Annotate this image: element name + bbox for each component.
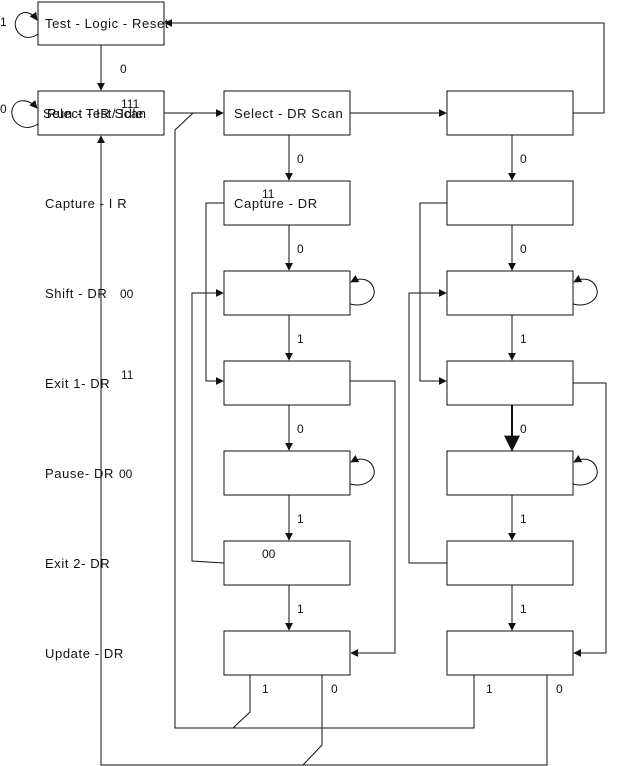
exit2-dr-box	[223, 540, 351, 586]
pause-dr-row-label: Pause- DR	[45, 466, 114, 481]
updateir-0-to-rti-return	[303, 675, 548, 766]
shift-dr-box	[223, 270, 351, 316]
run-test-idle-box	[37, 90, 165, 136]
shift-dr-self-loop	[349, 275, 375, 306]
capture-dr-label: Capture - DR	[234, 196, 318, 211]
select-ir-scan-overlay-label: Select - IR Scan	[43, 106, 147, 121]
exit1-dr-row-label: Exit 1- DR	[45, 376, 110, 391]
shift-ir-box	[446, 270, 574, 316]
pause-ir-self-loop	[572, 455, 598, 486]
pause-code-label: 00	[119, 467, 133, 481]
pause-ir-box	[446, 450, 574, 496]
capture-ir-box	[446, 180, 574, 226]
updateir-out-0-number: 0	[556, 682, 563, 696]
pauseir-to-exit2ir-number: 1	[520, 512, 527, 526]
pause-dr-self-loop	[349, 455, 375, 486]
rti-self-number: 0	[0, 102, 7, 116]
pausedr-to-exit2dr-number: 1	[297, 512, 304, 526]
exit2ir-to-shiftir-arrow	[408, 289, 447, 564]
exit2dr-to-updatedr-number: 1	[297, 602, 304, 616]
capture-ir-row-label: Capture - I R	[45, 196, 127, 211]
select-dr-scan-box	[223, 90, 351, 136]
capdr-to-exit1dr-arrow	[205, 202, 224, 385]
exit1ir-to-updateir-arrow	[573, 382, 607, 657]
exit1-dr-box	[223, 360, 351, 406]
update-ir-box	[446, 630, 574, 676]
test-logic-reset-box	[37, 1, 165, 46]
run-test-idle-label: Run - Test/ Idle	[47, 106, 144, 121]
update-dr-row-label: Update - DR	[45, 646, 124, 661]
shift-ir-self-loop	[572, 275, 598, 306]
capdr-code-label: 11	[262, 187, 275, 201]
tlr-self-number: 1	[0, 15, 7, 29]
select-dr-scan-label: Select - DR Scan	[234, 106, 343, 121]
seldr-to-capdr-number: 0	[297, 152, 304, 166]
pause-dr-box	[223, 450, 351, 496]
tlr-self-loop	[14, 11, 39, 38]
exit1ir-to-pauseir-number: 0	[520, 422, 527, 436]
shiftdr-to-exit1dr-number: 1	[297, 332, 304, 346]
capdr-to-shiftdr-number: 0	[297, 242, 304, 256]
shift-dr-row-label: Shift - DR	[45, 286, 107, 301]
exit1dr-to-updatedr-arrow	[350, 380, 396, 657]
select-ir-scan-box	[446, 90, 574, 136]
updatedr-1-to-seldr-return	[174, 112, 251, 729]
rti-code-label: 111	[121, 97, 140, 111]
selir-to-capir-number: 0	[520, 152, 527, 166]
exit1dr-to-pausedr-number: 0	[297, 422, 304, 436]
exit2-code-label: 00	[262, 547, 276, 561]
exit2-dr-row-label: Exit 2- DR	[45, 556, 110, 571]
shiftir-to-exit1ir-number: 1	[520, 332, 527, 346]
updatedr-out-0-number: 0	[331, 682, 338, 696]
rti-self-loop	[11, 99, 39, 128]
exit2-ir-box	[446, 540, 574, 586]
exit2dr-to-shiftdr-arrow	[191, 289, 225, 564]
capir-to-exit1ir-arrow	[419, 202, 447, 385]
exit1-code-label: 11	[121, 368, 134, 382]
updateir-out-1-number: 1	[486, 682, 493, 696]
exit1-ir-box	[446, 360, 574, 406]
shift-code-label: 00	[120, 287, 134, 301]
updateir-1-to-seldr-return	[233, 675, 475, 729]
tlr-to-rti-number: 0	[120, 62, 127, 76]
exit2ir-to-updateir-number: 1	[520, 602, 527, 616]
capture-dr-box	[223, 180, 351, 226]
capir-to-shiftir-number: 0	[520, 242, 527, 256]
test-logic-reset-label: Test - Logic - Reset	[45, 16, 169, 31]
updatedr-out-1-number: 1	[262, 682, 269, 696]
selir-to-tlr-arrow	[164, 19, 605, 114]
update-dr-box	[223, 630, 351, 676]
